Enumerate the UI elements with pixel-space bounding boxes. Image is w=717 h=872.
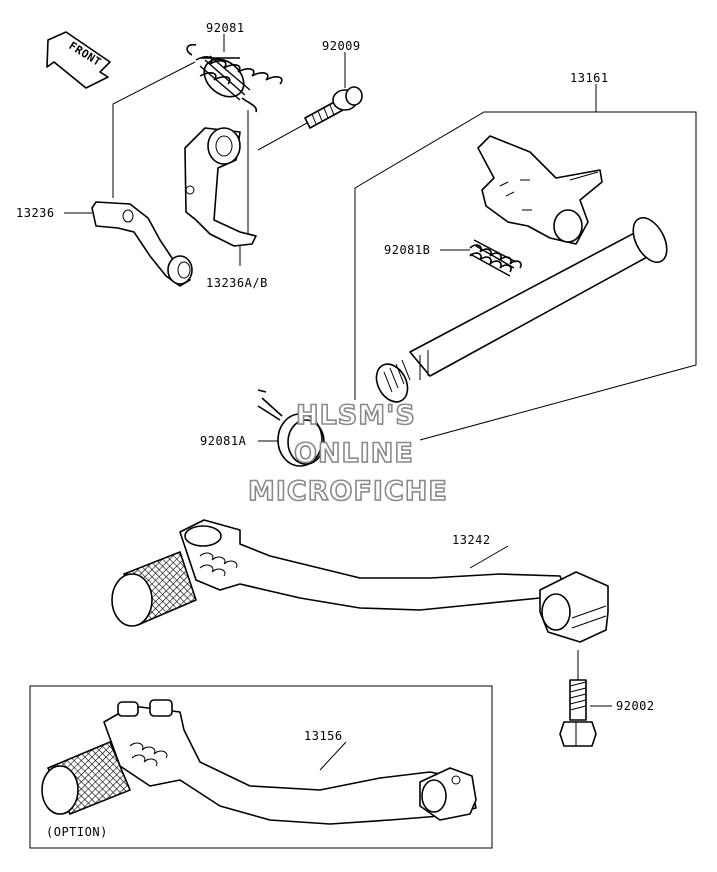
watermark: HLSM'S ONLINE MICROFICHE — [247, 399, 448, 508]
lever-13236 — [91, 201, 193, 287]
callout-92009: 92009 — [322, 39, 361, 53]
watermark-line3: MICROFICHE — [248, 476, 448, 507]
shift-pedal-13242 — [111, 519, 609, 643]
spring-92081a — [257, 389, 325, 467]
front-arrow: FRONT — [46, 31, 111, 89]
callout-92002: 92002 — [616, 699, 655, 713]
callout-13236ab: 13236A/B — [206, 276, 268, 290]
callout-92081b: 92081B — [384, 243, 430, 257]
callout-13161: 13161 — [570, 71, 609, 85]
bolt-92009 — [304, 86, 363, 129]
option-frame — [29, 685, 493, 849]
watermark-line2: ONLINE — [294, 438, 414, 469]
shift-shaft-13161 — [375, 135, 668, 403]
callout-13242: 13242 — [452, 533, 491, 547]
callout-92081a: 92081A — [200, 434, 247, 448]
leader-lines — [64, 34, 612, 771]
spring-92081b — [469, 239, 522, 277]
bracket-13236ab — [184, 127, 257, 247]
shaft-13161-frame — [354, 111, 697, 441]
bolt-92002 — [559, 679, 597, 747]
spring-92081 — [186, 43, 283, 113]
assembly-13236-frame — [112, 61, 308, 240]
watermark-line1: HLSM'S — [296, 400, 416, 431]
callout-13156: 13156 — [304, 729, 343, 743]
option-label: (OPTION) — [46, 825, 108, 839]
callout-13236: 13236 — [16, 206, 55, 220]
callout-92081: 92081 — [206, 21, 245, 35]
option-pedal-13156 — [41, 699, 477, 825]
callout-labels: 92081 92009 13161 13236 92081B 13236A/B … — [16, 21, 655, 839]
